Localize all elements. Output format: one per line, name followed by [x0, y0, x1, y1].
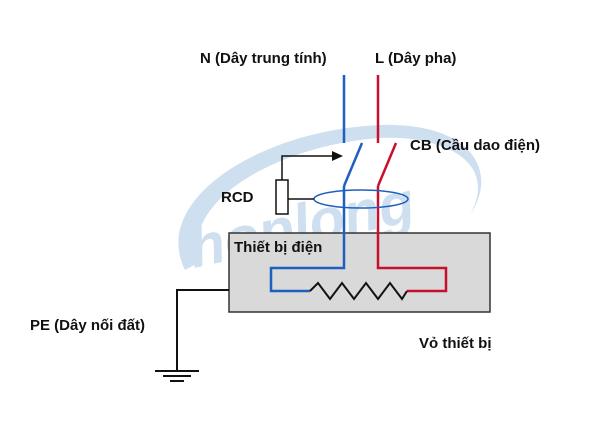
line-label: L (Dây pha) — [375, 50, 456, 67]
rcd-box — [275, 179, 289, 215]
watermark-swoosh-icon — [178, 124, 482, 270]
earth-wire — [155, 289, 229, 382]
neutral-wire — [269, 75, 364, 293]
enclosure-label: Vỏ thiết bị — [419, 335, 492, 352]
rcd-unit — [275, 151, 343, 215]
load-resistor — [309, 281, 408, 301]
neutral-label: N (Dây trung tính) — [200, 50, 327, 67]
device-label: Thiết bị điện — [234, 239, 322, 256]
arrow-right-icon — [332, 151, 343, 161]
rcd-label: RCD — [221, 189, 254, 206]
breaker-label: CB (Cầu dao điện) — [410, 137, 540, 154]
earth-label: PE (Dây nối đất) — [30, 317, 145, 334]
line-wire — [376, 75, 448, 293]
